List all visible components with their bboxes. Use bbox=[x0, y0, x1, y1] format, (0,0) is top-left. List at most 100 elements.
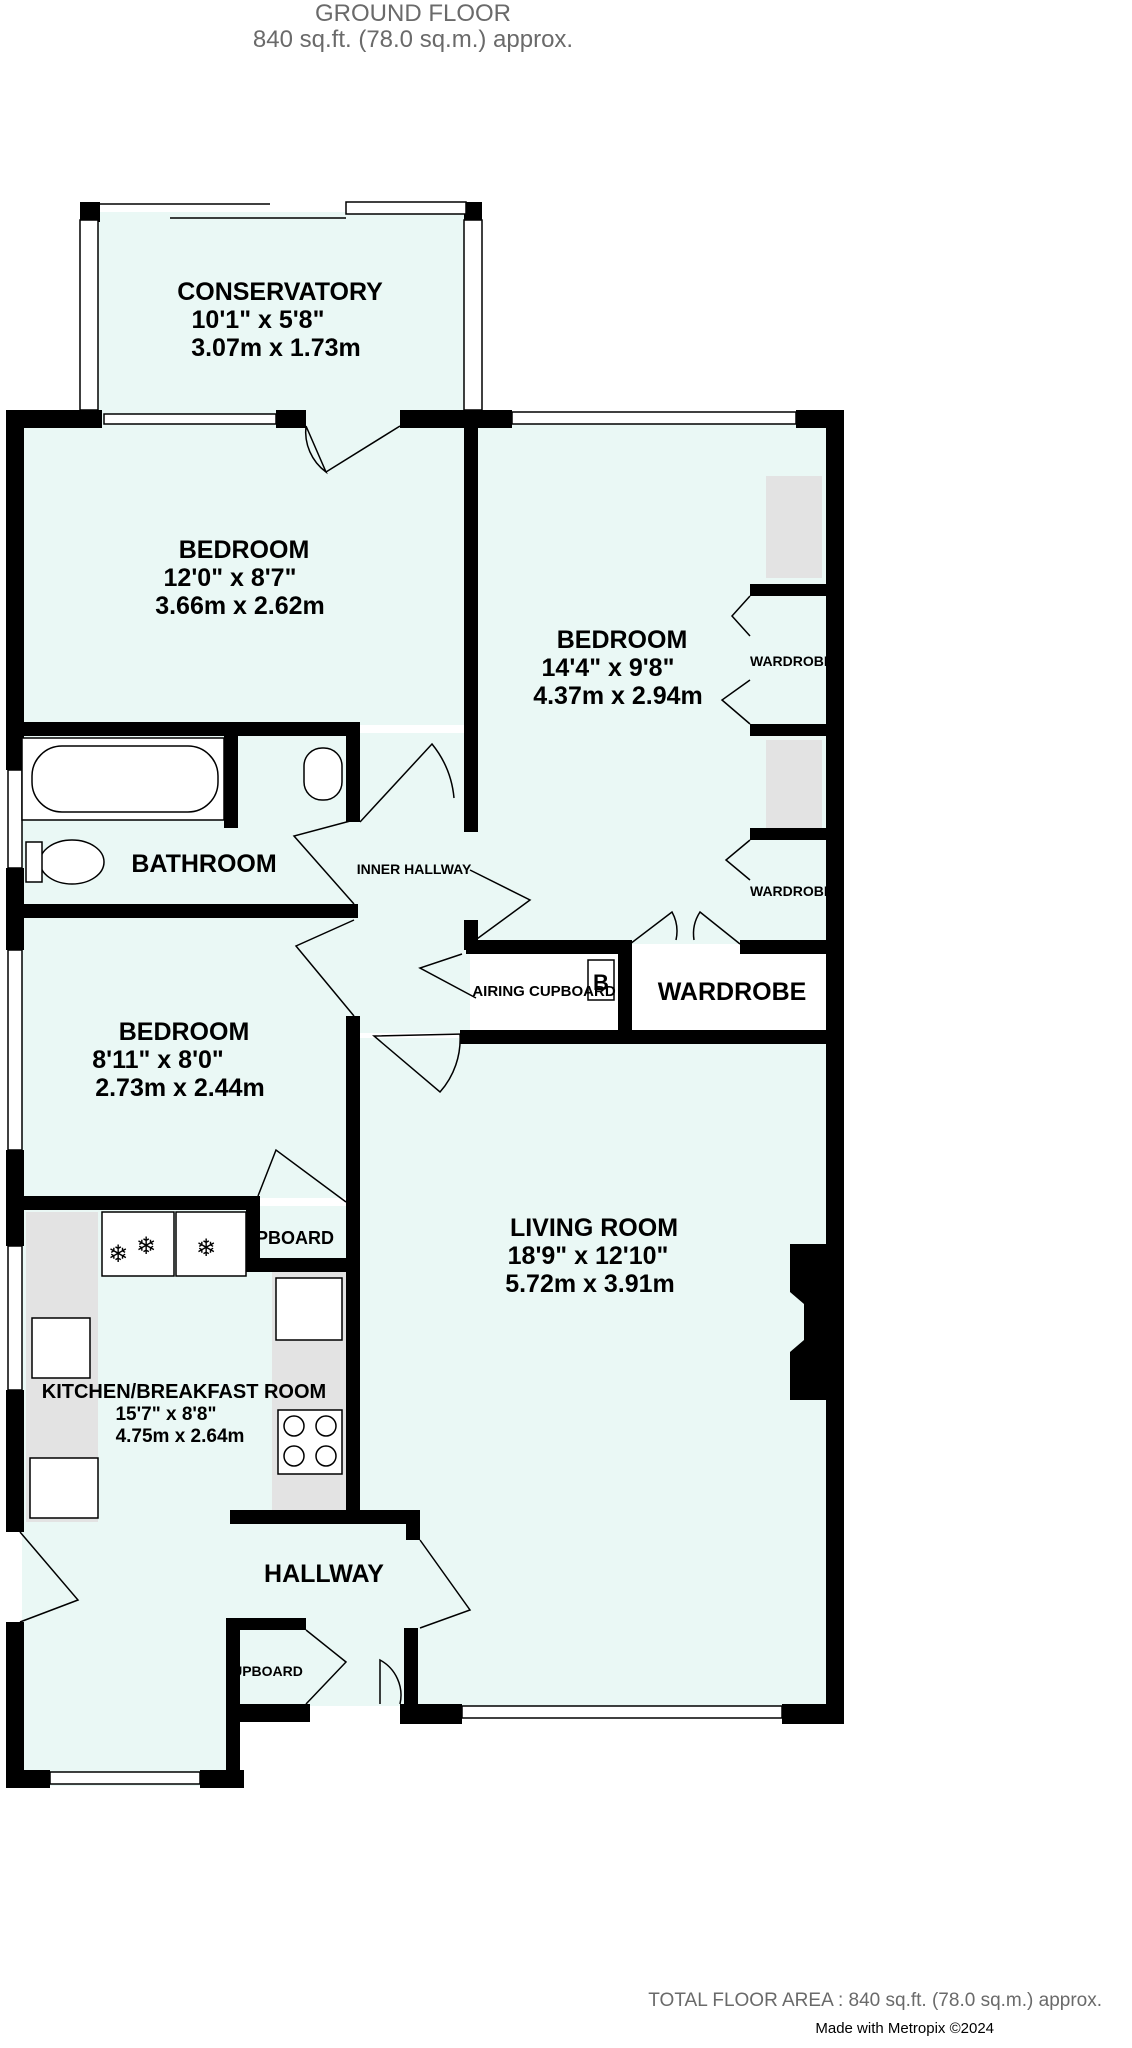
window bbox=[49, 1771, 201, 1785]
conservatory-floor bbox=[88, 212, 470, 422]
conservatory-imperial: 10'1" x 5'8" bbox=[192, 306, 325, 334]
conservatory-name: CONSERVATORY bbox=[177, 278, 383, 306]
dishwasher bbox=[29, 1457, 99, 1519]
window bbox=[79, 219, 99, 411]
snowflake-icon: ❄ bbox=[136, 1232, 156, 1260]
wall bbox=[6, 410, 24, 770]
wall bbox=[740, 940, 826, 954]
boiler-box bbox=[587, 959, 615, 1001]
total-floor-area: TOTAL FLOOR AREA : 840 sq.ft. (78.0 sq.m… bbox=[648, 1990, 1102, 2011]
wall bbox=[230, 1510, 420, 1524]
wall bbox=[226, 1618, 240, 1788]
door bbox=[724, 839, 751, 881]
door bbox=[418, 953, 477, 999]
wall bbox=[750, 584, 826, 596]
wall bbox=[618, 940, 632, 1040]
window bbox=[7, 1245, 23, 1391]
wall bbox=[464, 920, 478, 950]
wall bbox=[464, 202, 482, 222]
bedroom1-metric: 3.66m x 2.62m bbox=[155, 592, 325, 620]
wall bbox=[826, 410, 844, 1724]
doors bbox=[19, 425, 751, 1705]
basin bbox=[303, 747, 343, 801]
wall bbox=[6, 1390, 24, 1532]
bedroom3-imperial: 8'11" x 8'0" bbox=[92, 1046, 224, 1074]
bedroom1-imperial: 12'0" x 8'7" bbox=[164, 564, 297, 592]
hob-ring bbox=[315, 1445, 337, 1467]
credit: Made with Metropix ©2024 bbox=[815, 2020, 994, 2037]
wall bbox=[6, 1622, 24, 1788]
wall bbox=[276, 410, 306, 428]
kitchen-metric: 4.75m x 2.64m bbox=[116, 1426, 245, 1447]
wall bbox=[750, 724, 826, 736]
kitchen-name: KITCHEN/BREAKFAST ROOM bbox=[42, 1381, 326, 1403]
wall bbox=[200, 1770, 244, 1788]
chimney-breast bbox=[790, 1244, 826, 1400]
door bbox=[359, 742, 455, 823]
hob-ring bbox=[283, 1445, 305, 1467]
kitchen-imperial: 15'7" x 8'8" bbox=[115, 1404, 216, 1425]
window bbox=[345, 201, 467, 215]
door bbox=[372, 1033, 465, 1094]
door bbox=[304, 425, 328, 475]
door bbox=[720, 679, 751, 725]
wall bbox=[400, 1704, 462, 1724]
bedroom2-metric: 4.37m x 2.94m bbox=[533, 682, 703, 710]
cupboard-hall-name: CUPBOARD bbox=[222, 1663, 303, 1679]
door bbox=[419, 1539, 472, 1629]
living-floor bbox=[356, 1038, 826, 1706]
wardrobe-name: WARDROBE bbox=[658, 978, 807, 1006]
door bbox=[629, 910, 678, 945]
hallway-name: HALLWAY bbox=[264, 1560, 384, 1588]
wall bbox=[246, 1196, 260, 1270]
snowflake-icon: ❄ bbox=[108, 1240, 128, 1268]
floor-title: GROUND FLOOR bbox=[314, 0, 511, 27]
snowflake-icon: ❄ bbox=[196, 1234, 216, 1262]
wall bbox=[346, 722, 360, 822]
freezer bbox=[101, 1211, 175, 1277]
door bbox=[469, 869, 532, 945]
door bbox=[379, 1658, 402, 1705]
bedroom2-name: BEDROOM bbox=[557, 626, 688, 654]
hallway-floor bbox=[22, 1516, 422, 1706]
wardrobe-small-2-name: WARDROBE bbox=[750, 883, 833, 899]
window bbox=[7, 949, 23, 1151]
inner-hallway-name: INNER HALLWAY bbox=[357, 861, 472, 877]
door bbox=[325, 425, 401, 473]
wall bbox=[6, 1770, 50, 1788]
conservatory-metric: 3.07m x 1.73m bbox=[191, 334, 361, 362]
living-name: LIVING ROOM bbox=[510, 1214, 678, 1242]
door bbox=[294, 919, 355, 1017]
bedroom2-imperial: 14'4" x 9'8" bbox=[542, 654, 675, 682]
living-imperial: 18'9" x 12'10" bbox=[508, 1242, 669, 1270]
door bbox=[692, 910, 741, 945]
wall bbox=[750, 828, 826, 840]
boiler-label: B bbox=[593, 970, 609, 995]
toilet-tank bbox=[25, 841, 43, 883]
wall bbox=[246, 1258, 346, 1272]
floor-area: 840 sq.ft. (78.0 sq.m.) approx. bbox=[252, 26, 574, 53]
wall bbox=[346, 1016, 360, 1516]
wardrobe-fixture-1 bbox=[766, 476, 822, 578]
bath-inner bbox=[31, 745, 219, 813]
snowflake-icons: ❄ ❄ ❄ bbox=[108, 1232, 216, 1268]
wall bbox=[14, 904, 358, 918]
door bbox=[305, 1629, 348, 1705]
wall bbox=[466, 940, 630, 954]
wall bbox=[224, 736, 238, 828]
wall bbox=[14, 722, 360, 736]
window bbox=[511, 411, 797, 425]
hob-ring bbox=[283, 1415, 305, 1437]
wall bbox=[782, 1704, 844, 1724]
wall bbox=[460, 1030, 844, 1044]
wall bbox=[80, 202, 100, 222]
window bbox=[103, 413, 277, 425]
cupboard-kitchen-name: CUPBOARD bbox=[230, 1228, 334, 1248]
wall bbox=[14, 1196, 260, 1210]
bedroom1-name: BEDROOM bbox=[179, 536, 310, 564]
walls bbox=[6, 202, 844, 1788]
hob-ring bbox=[315, 1415, 337, 1437]
windows bbox=[7, 201, 797, 1785]
bedroom3-floor bbox=[22, 913, 350, 1198]
